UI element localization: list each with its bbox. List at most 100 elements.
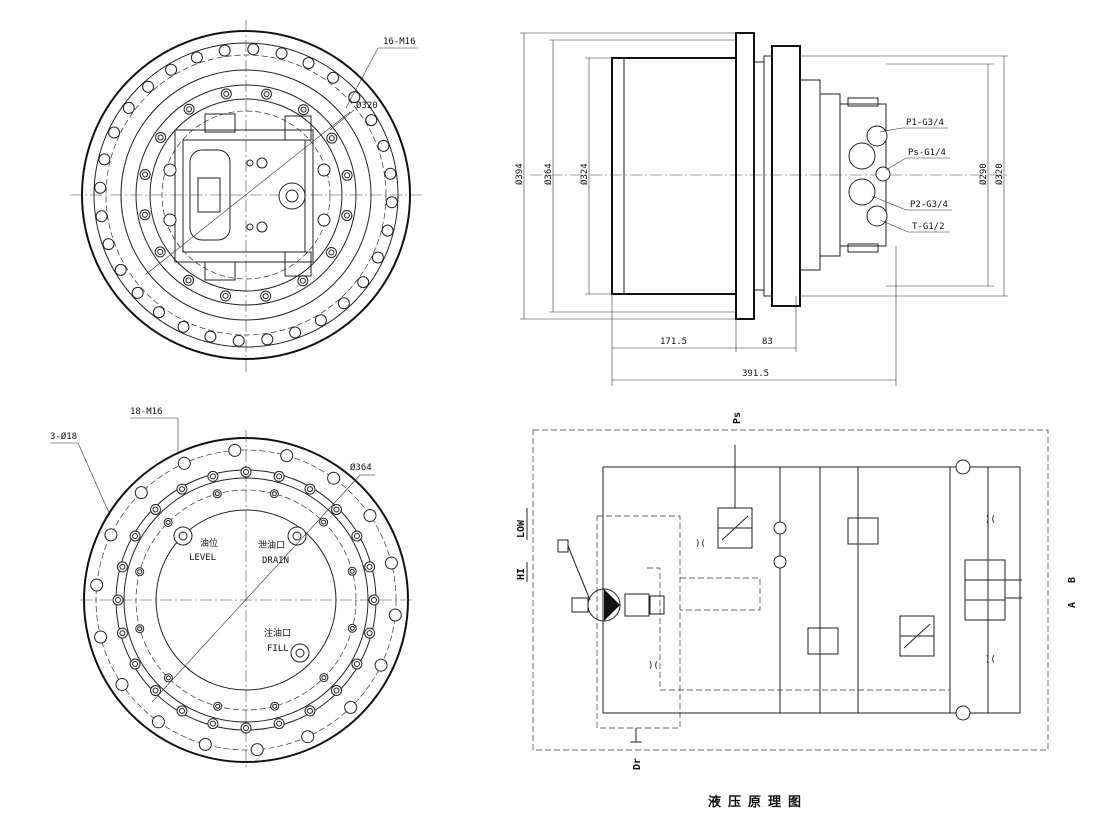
bolt-hole [307, 486, 313, 493]
bolt-hole [300, 106, 307, 113]
dim-394: Ø394 [514, 163, 525, 185]
bolt-hole [263, 91, 270, 98]
schematic-boundary [532, 429, 1049, 751]
bolt-hole [374, 658, 388, 672]
bottom-left-end-view: Ø364 18-M16 3-Ø18 油位 LEVEL 泄油口 DRAIN 注油口… [50, 407, 412, 770]
bolt-hole [119, 630, 126, 637]
bolt-holes [94, 43, 398, 347]
bolt-hole [261, 333, 274, 346]
bolt-hole [363, 509, 377, 522]
bolt-hole [94, 181, 107, 194]
port-ps-label: Ps-G1/4 [908, 148, 946, 158]
bolt-hole [209, 720, 216, 727]
bolt-hole [151, 715, 165, 729]
bolt-hole [250, 743, 264, 757]
schematic-title: 液压原理图 [708, 794, 808, 810]
bolt-hole [95, 210, 108, 223]
bolt-hole [333, 506, 340, 513]
bolt-hole [343, 212, 350, 219]
diameter-callout: Ø364 [350, 462, 372, 473]
bolt-hole [276, 473, 283, 480]
bolt-hole [314, 314, 327, 327]
bolt-hole [357, 276, 370, 289]
bolt-hole [365, 114, 378, 127]
bolt-hole [152, 687, 159, 694]
bolt-hole [289, 326, 302, 339]
bolt-hole [104, 528, 118, 542]
bolt-callout: 18-M16 [130, 407, 163, 417]
bolt-hole [328, 135, 335, 142]
bolt-hole [344, 172, 351, 179]
port-p1-label: P1-G3/4 [906, 118, 944, 128]
bolt-hole [301, 730, 315, 744]
bolt-hole [152, 306, 165, 319]
bolt-hole [280, 449, 294, 463]
bolt-hole [262, 293, 269, 300]
bolt-hole [132, 661, 139, 667]
drain-label-cn: 泄油口 [258, 539, 285, 551]
bolt-hole [185, 277, 192, 284]
bolt-hole [114, 263, 127, 276]
port-p2-label: P2-G3/4 [910, 200, 948, 210]
drain-label-en: DRAIN [262, 556, 289, 566]
bolt-hole [272, 703, 278, 709]
level-label-en: LEVEL [189, 553, 216, 563]
bolt-hole [98, 153, 111, 166]
bolt-hole [131, 286, 144, 299]
bolt-hole [243, 469, 249, 475]
bolt-hole [349, 625, 355, 631]
bolt-hole [142, 80, 155, 93]
bolt-hole [377, 139, 390, 152]
top-left-end-view: 16-M16 Ø320 [70, 20, 422, 372]
svg-text:)(: )( [985, 515, 996, 525]
bolt-hole [366, 630, 373, 637]
bolt-hole [366, 563, 373, 570]
valve-right-upper [847, 517, 879, 545]
bolt-hole [115, 597, 121, 603]
bolt-hole [122, 101, 135, 114]
bolt-hole [337, 297, 350, 310]
check-valve-top [955, 459, 971, 475]
bolt-hole [198, 737, 212, 751]
dim-83: 83 [762, 337, 773, 347]
port-b-label: B [1067, 577, 1078, 583]
bolt-hole [157, 134, 164, 141]
hi-label: HI [516, 568, 527, 580]
bolt-hole [177, 320, 190, 333]
bolt-hole [141, 211, 148, 218]
bolt-hole [142, 171, 149, 178]
bolt-hole [384, 167, 397, 180]
bolt-holes [90, 443, 402, 757]
bolt-hole [152, 506, 159, 513]
bolt-hole [132, 533, 139, 539]
bolt-hole [186, 106, 193, 113]
bolt-hole [177, 456, 191, 470]
drum-body [611, 57, 737, 295]
bolt-hole [223, 90, 230, 97]
level-label-cn: 油位 [200, 537, 218, 549]
bolt-hole [94, 630, 108, 644]
check-valve-bottom [955, 705, 971, 721]
bolt-hole [108, 126, 121, 139]
relief-valve-upper [717, 507, 753, 529]
dim-324: Ø324 [579, 163, 590, 185]
bolt-hole [204, 330, 217, 343]
second-flange [771, 45, 801, 307]
dim-364: Ø364 [543, 163, 554, 185]
fill-label-en: FILL [267, 644, 289, 654]
svg-text:)(: )( [648, 661, 659, 671]
bolt-hole [137, 569, 143, 575]
port-a-label: A [1067, 602, 1078, 608]
bolt-hole [137, 626, 143, 632]
dim-290: Ø290 [978, 163, 989, 185]
bolt-hole [247, 43, 260, 56]
bolt-hole [179, 486, 185, 493]
bolt-hole [190, 51, 203, 64]
bolt-hole [349, 568, 355, 574]
directional-valve [964, 559, 1006, 581]
bolt-hole [165, 675, 171, 681]
svg-text:)(: )( [985, 655, 996, 665]
bolt-hole [353, 533, 360, 539]
bolt-hole [328, 249, 335, 256]
pin-callout: 3-Ø18 [50, 431, 77, 442]
